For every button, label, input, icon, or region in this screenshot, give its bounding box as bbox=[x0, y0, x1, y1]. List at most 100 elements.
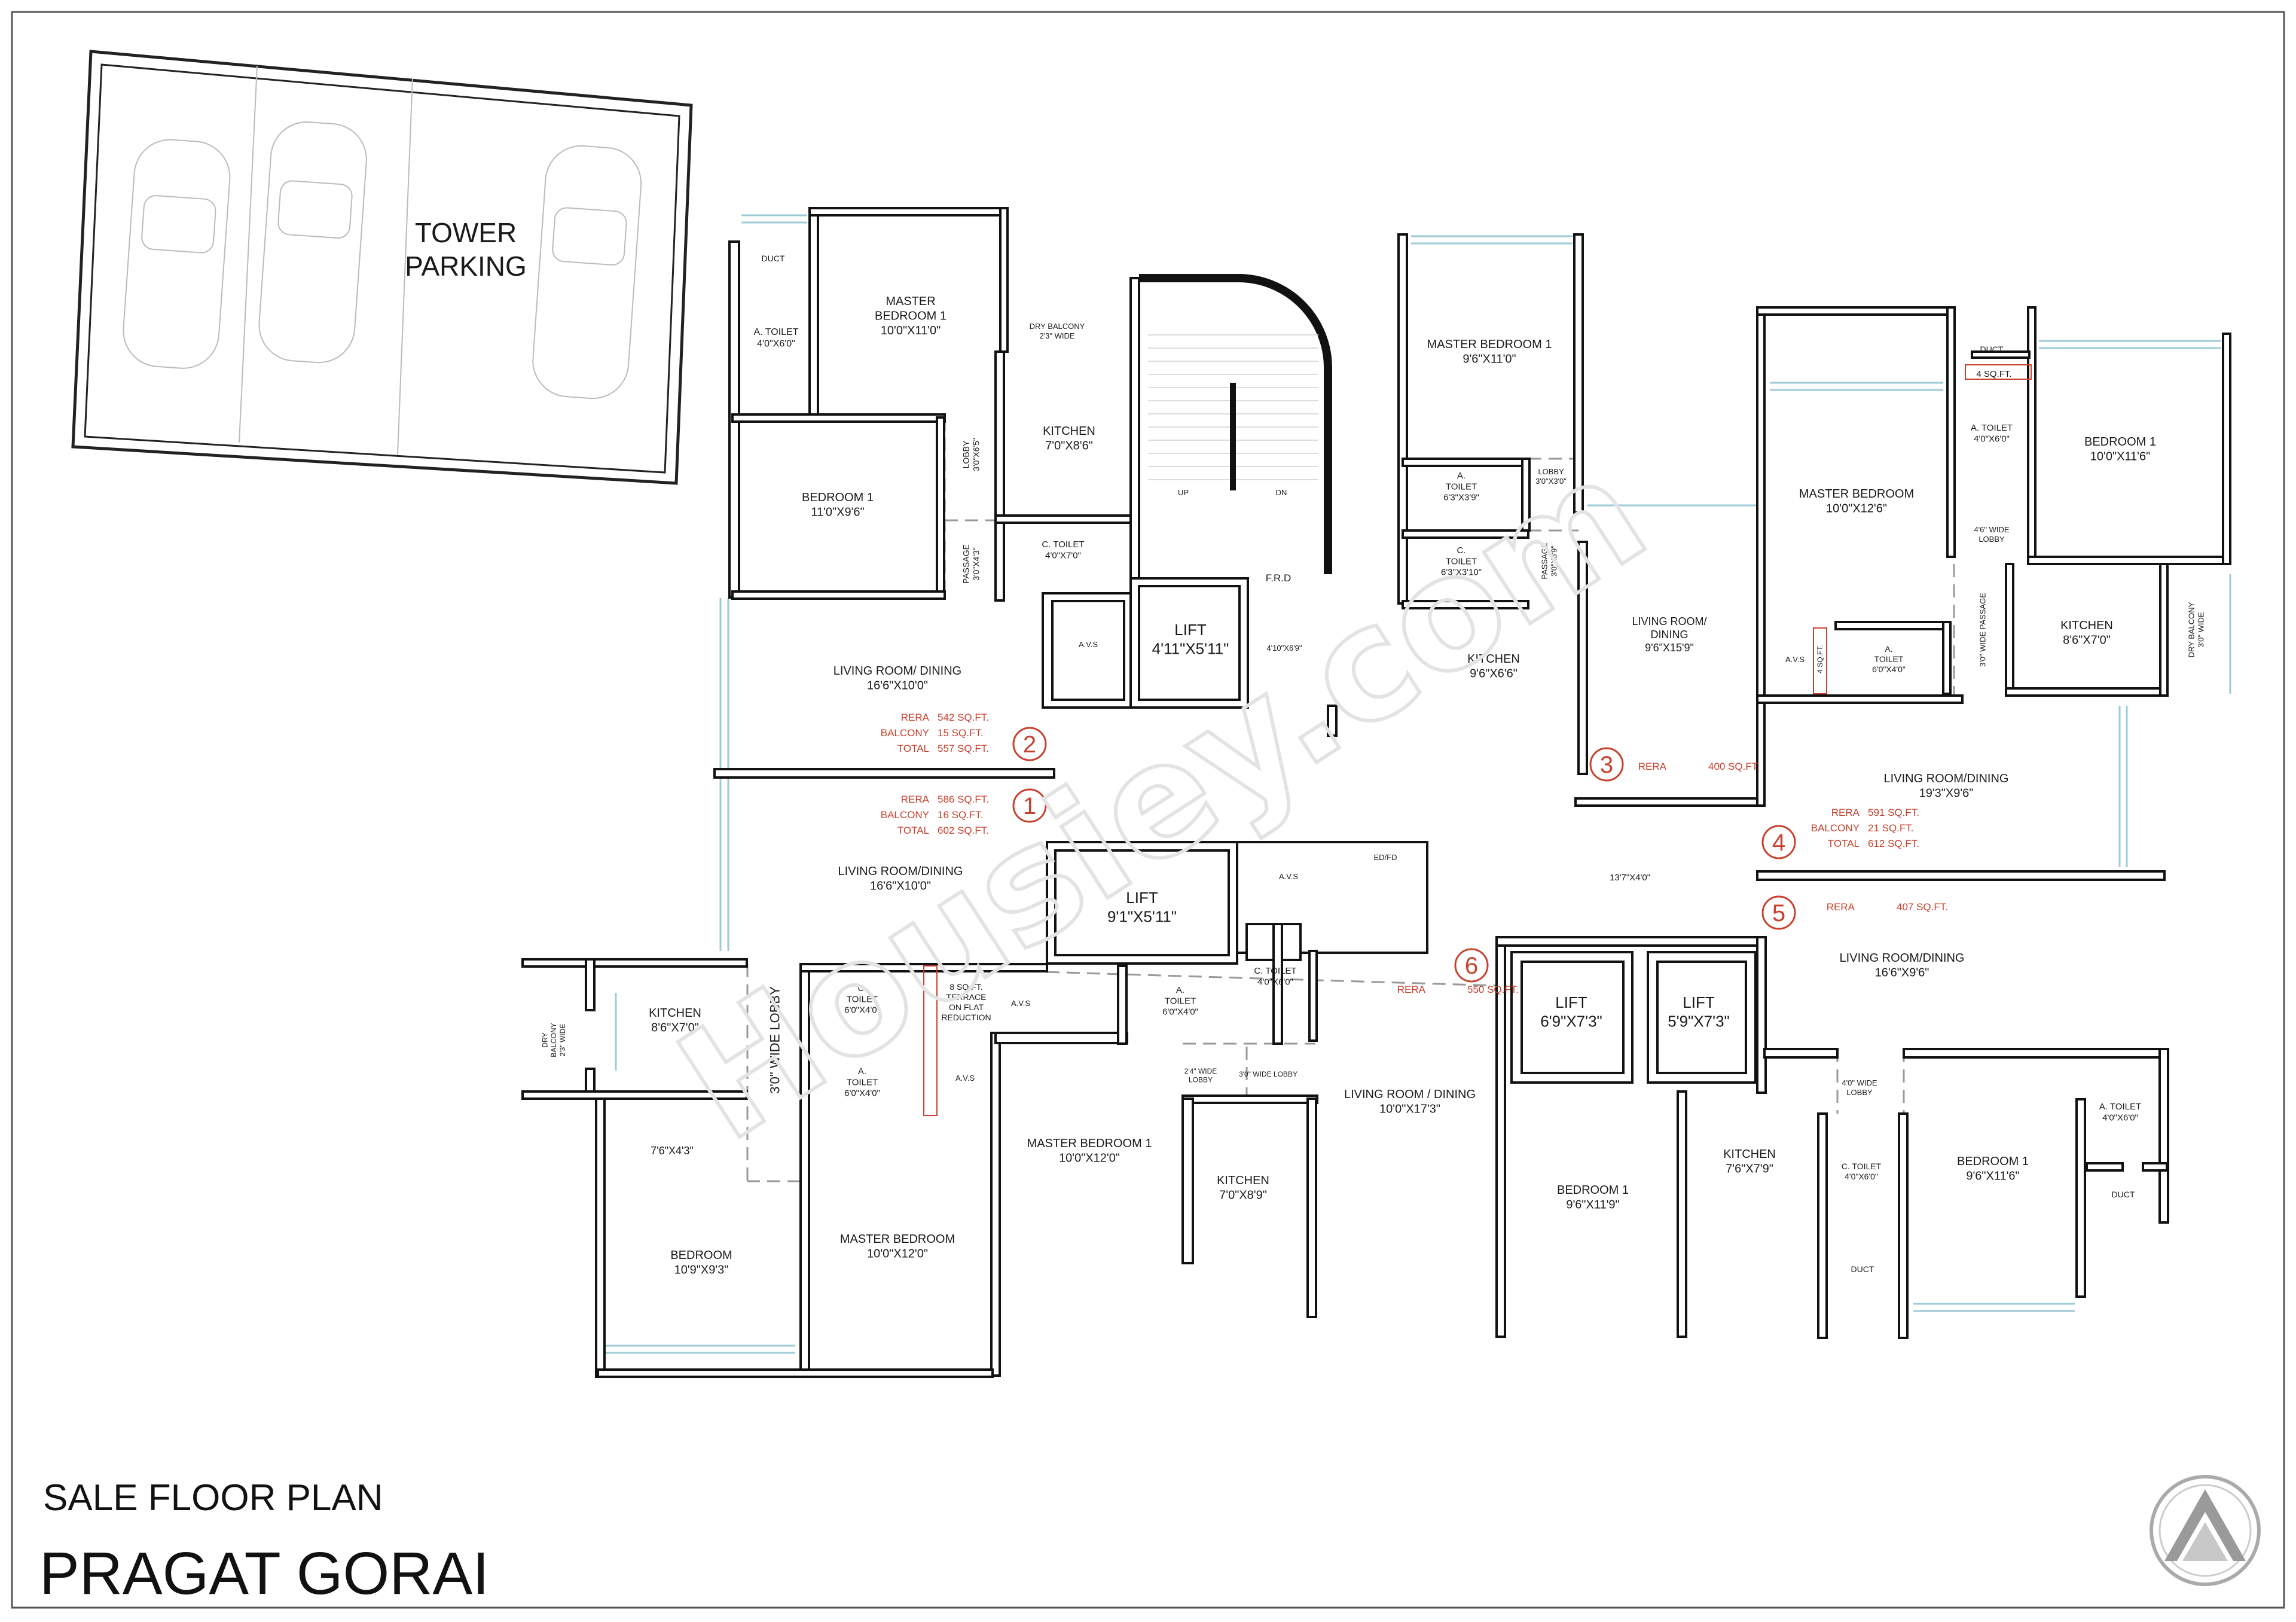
area-label: RERA bbox=[1831, 807, 1860, 818]
room-label: A.V.S bbox=[1011, 999, 1030, 1008]
room-label-line: C. bbox=[858, 983, 867, 993]
room-label-line: TOILET bbox=[1165, 996, 1196, 1006]
room-label: DN bbox=[1276, 488, 1287, 497]
room-label-line: 3'0" WIDE bbox=[2196, 612, 2205, 647]
room-label: PASSAGE3'0"X5'9" bbox=[1540, 542, 1559, 580]
room-label-line: 8'6"X7'0" bbox=[2063, 633, 2111, 647]
area-value: 602 SQ.FT. bbox=[938, 825, 989, 836]
wall bbox=[999, 207, 1009, 353]
area-value: 407 SQ.FT. bbox=[1897, 901, 1948, 913]
room-label-line: 3'0"X6'5" bbox=[971, 438, 981, 471]
car-icon bbox=[258, 121, 367, 364]
room-label: 3'0" WIDE PASSAGE bbox=[1979, 593, 1987, 667]
room-label-line: 4'0"X6'0" bbox=[757, 339, 795, 349]
room-label-line: LIVING ROOM/DINING bbox=[838, 865, 963, 878]
wall bbox=[1051, 600, 1125, 701]
area-label: RERA bbox=[1827, 901, 1855, 913]
wall bbox=[2027, 556, 2230, 565]
room-label-line: C. TOILET bbox=[1842, 1161, 1882, 1171]
area-value: 550 SQ.FT. bbox=[1467, 984, 1519, 995]
room-label-line: 7'6"X7'9" bbox=[1726, 1162, 1773, 1175]
wall bbox=[1054, 849, 1230, 956]
room-label: LOBBY3'0"X6'5" bbox=[961, 438, 981, 471]
wall bbox=[1521, 961, 1625, 1074]
room-label-line: A. bbox=[1885, 644, 1892, 654]
unit-number: 3 bbox=[1600, 752, 1613, 778]
room-label-line: KITCHEN bbox=[1723, 1148, 1776, 1161]
wall bbox=[1181, 1097, 1194, 1264]
area-label: RERA bbox=[901, 712, 930, 723]
room-label-line: 10'0"X17'3" bbox=[1379, 1102, 1440, 1115]
room-label-line: 2'3" WIDE bbox=[1039, 331, 1074, 340]
wall bbox=[1117, 965, 1128, 1045]
room-label: A.V.S bbox=[1079, 640, 1098, 649]
room-label-line: TOILET bbox=[847, 994, 878, 1004]
area-value: 591 SQ.FT. bbox=[1868, 807, 1919, 818]
room-label-line: 6'0"X4'0" bbox=[844, 1089, 880, 1099]
room-label-line: 4'0"X6'0" bbox=[1974, 434, 2010, 444]
room-label-line: DUCT bbox=[1851, 1264, 1874, 1274]
room-label-line: PASSAGE bbox=[1540, 542, 1549, 580]
wall bbox=[1756, 870, 2166, 881]
room-label: PASSAGE3'0"X4'3" bbox=[961, 544, 981, 584]
room-label-line: BEDROOM 1 bbox=[875, 309, 947, 322]
room-label-line: 10'0"X11'6" bbox=[2090, 450, 2150, 463]
wall bbox=[2005, 563, 2014, 697]
room-label-line: A. TOILET bbox=[1971, 423, 2013, 433]
wall bbox=[2158, 1048, 2169, 1224]
unit-number: 4 bbox=[1772, 830, 1785, 856]
unit-number-badge bbox=[1012, 788, 1047, 823]
wall bbox=[1308, 950, 1318, 1042]
room-label-line: 9'6"X15'9" bbox=[1645, 642, 1694, 654]
room-label-line: BEDROOM 1 bbox=[1557, 1184, 1629, 1197]
room-label-line: 7'0"X8'6" bbox=[1045, 439, 1093, 452]
room-label-line: 9'6"X11'0" bbox=[1463, 352, 1516, 365]
room-label: 4 SQ.FT. bbox=[1976, 369, 2011, 379]
area-value: 542 SQ.FT. bbox=[938, 712, 989, 723]
room-label: 3'0" WIDE LOBBY bbox=[1239, 1070, 1297, 1078]
room-label-line: LIVING ROOM/ DINING bbox=[833, 664, 961, 678]
room-label: 4'10"X6'9" bbox=[1266, 644, 1302, 653]
room-label-line: 2'3" WIDE bbox=[558, 1024, 567, 1057]
wall bbox=[1763, 1048, 1839, 1059]
room-label-line: 10'0"X11'0" bbox=[881, 324, 941, 337]
wall bbox=[2222, 333, 2231, 565]
area-value: 557 SQ.FT. bbox=[938, 743, 989, 754]
room-label-line: DRY BALCONY bbox=[2187, 602, 2196, 657]
room-label-line: 6'3"X3'10" bbox=[1441, 568, 1482, 578]
room-label-line: 4'6" WIDE bbox=[1974, 525, 2009, 534]
unit-number-badge bbox=[1454, 948, 1489, 983]
wall bbox=[1577, 541, 1588, 775]
walls bbox=[521, 207, 2231, 1378]
area-label: TOTAL bbox=[897, 743, 929, 754]
unit-number-badge bbox=[1589, 747, 1624, 782]
room-label-line: 10'9"X9'3" bbox=[674, 1263, 729, 1276]
area-label: BALCONY bbox=[881, 809, 929, 821]
room-label: DUCT bbox=[1980, 344, 2004, 354]
area-value: 586 SQ.FT. bbox=[938, 794, 989, 805]
room-label-line: A. bbox=[1457, 471, 1465, 481]
tower-parking bbox=[71, 50, 693, 485]
room-label: ED/FD bbox=[1374, 853, 1397, 862]
room-label-line: 10'0"X12'0" bbox=[867, 1247, 928, 1260]
wall bbox=[1898, 1112, 1909, 1339]
wall bbox=[1756, 306, 1766, 807]
wall bbox=[595, 1097, 606, 1378]
room-label-line: 3'0"X4'3" bbox=[971, 547, 981, 581]
wall bbox=[1495, 936, 1766, 947]
